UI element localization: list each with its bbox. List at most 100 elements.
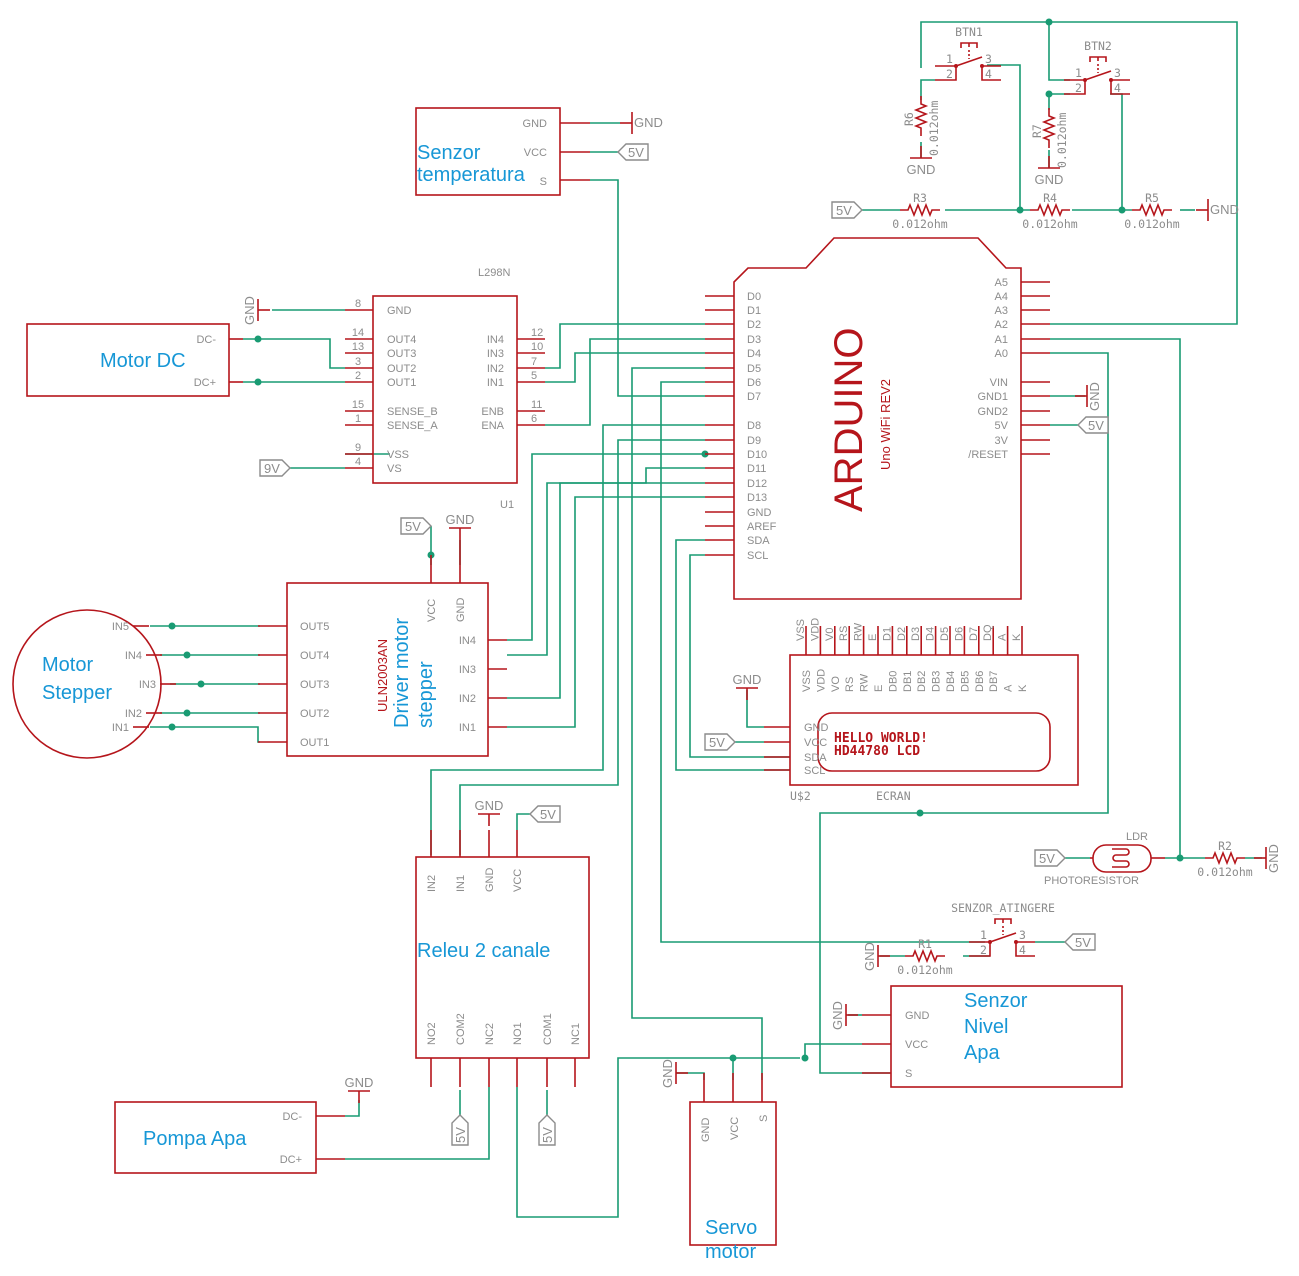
photoresistor-ldr[interactable]: LDR PHOTORESISTOR — [1044, 831, 1165, 887]
pin-label: K — [1011, 633, 1023, 641]
motor-dc[interactable]: DC- DC+ Motor DC — [26, 323, 243, 397]
pin-number: 11 — [531, 399, 542, 411]
arduino-uno-wifi[interactable]: D0D1D2D3D4D5D6D7D8D9D10D11D12D13GNDAREFS… — [705, 237, 1050, 600]
button-name: BTN2 — [1084, 39, 1112, 53]
pin-number: 12 — [531, 327, 543, 339]
component-title: stepper — [415, 661, 437, 728]
gnd-symbol: GND — [242, 296, 270, 325]
pin-label: D11 — [747, 463, 766, 475]
pin-label: DB3 — [931, 671, 943, 692]
pin-label: SENSE_A — [387, 420, 438, 432]
wire-in1-d4 — [545, 352, 705, 383]
svg-text:GND: GND — [242, 296, 257, 325]
pin-label: 3V — [995, 435, 1009, 447]
junction — [197, 680, 205, 688]
water-pump[interactable]: DC- DC+ Pompa Apa — [114, 1101, 345, 1174]
svg-text:5V: 5V — [540, 807, 556, 822]
junction — [168, 622, 176, 630]
svg-text:GND: GND — [634, 115, 663, 130]
pin-number: 1 — [946, 52, 953, 66]
junction — [254, 335, 262, 343]
pin-label: SENSE_B — [387, 406, 438, 418]
pin-label: DB7 — [988, 671, 1000, 692]
wire-scl — [689, 554, 790, 758]
pin-label: OUT1 — [300, 737, 329, 749]
component-title: Stepper — [42, 682, 112, 704]
resistor-r1[interactable]: R10.012ohm — [897, 937, 952, 977]
pin-label: A5 — [995, 277, 1008, 289]
pin-number: 3 — [355, 356, 361, 368]
pin-label: IN4 — [487, 334, 504, 346]
pin-label: VCC — [804, 737, 827, 749]
resistor-value: 0.012ohm — [892, 217, 947, 231]
junctions — [168, 18, 1184, 1062]
resistor-r3[interactable]: R30.012ohm — [892, 191, 947, 231]
resistor-value: 0.012ohm — [927, 101, 941, 156]
power-flag-5v: 5V — [831, 201, 863, 219]
svg-text:GND: GND — [733, 672, 762, 687]
pin-label: D7 — [968, 627, 980, 641]
svg-text:GND: GND — [660, 1059, 675, 1088]
pin-number: 13 — [352, 341, 364, 353]
water-level-sensor[interactable]: GND VCC S Senzor Nivel Apa — [862, 985, 1123, 1088]
pin-label: GND1 — [977, 391, 1008, 403]
pin-label: S — [758, 1115, 770, 1122]
part-name: ECRAN — [876, 789, 911, 803]
junction — [729, 1054, 737, 1062]
pin-label: D3 — [747, 334, 761, 346]
pin-label: IN3 — [139, 679, 156, 691]
component-title: Releu 2 canale — [417, 940, 550, 962]
pin-label: OUT2 — [300, 708, 329, 720]
resistor-r2[interactable]: R20.012ohm — [1197, 839, 1252, 879]
pin-label: GND — [905, 1010, 930, 1022]
wire-servo-gnd — [676, 1072, 705, 1080]
pin-number: 3 — [1114, 66, 1121, 80]
svg-text:GND: GND — [1266, 844, 1281, 873]
pin-label: SDA — [804, 752, 827, 764]
svg-text:GND: GND — [907, 162, 936, 177]
part-label: PHOTORESISTOR — [1044, 875, 1139, 887]
pin-label: GND — [804, 722, 829, 734]
svg-text:5V: 5V — [453, 1127, 468, 1143]
pin-label: IN2 — [487, 363, 504, 375]
pin-number: 5 — [531, 370, 537, 382]
gnd-symbol: GND — [660, 1059, 688, 1088]
resistor-r5[interactable]: R50.012ohm — [1124, 191, 1179, 231]
svg-text:5V: 5V — [1075, 935, 1091, 950]
pin-label: DB5 — [959, 671, 971, 692]
resistor-name: R7 — [1030, 124, 1044, 138]
pin-label: RS — [838, 626, 850, 641]
resistor-r4[interactable]: R40.012ohm — [1022, 191, 1077, 231]
pin-label: ENA — [481, 420, 504, 432]
pin-label: DC+ — [194, 377, 216, 389]
arduino-subtitle: Uno WiFi REV2 — [878, 379, 893, 470]
component-title: Motor — [42, 654, 93, 676]
svg-text:5V: 5V — [405, 519, 421, 534]
temperature-sensor[interactable]: GND VCC S Senzor temperatura — [415, 107, 590, 196]
pin-label: D0 — [747, 291, 761, 303]
svg-text:5V: 5V — [1039, 851, 1055, 866]
pin-label: OUT5 — [300, 621, 329, 633]
svg-text:9V: 9V — [264, 461, 280, 476]
svg-text:GND: GND — [475, 798, 504, 813]
component-title: Apa — [964, 1042, 1000, 1064]
power-flag-5v: 5V — [538, 1114, 556, 1146]
pin-label: OUT3 — [387, 348, 416, 360]
wire-relay-vcc — [516, 813, 530, 830]
lcd-display[interactable]: VSSVSSVDDVDDV0VORSRSRWRWEED1DB0D2DB1D3DB… — [764, 618, 1079, 803]
pin-label: VCC — [905, 1039, 928, 1051]
servo-motor[interactable]: GND VCC S Servo motor — [689, 1073, 777, 1263]
pin-label: VSS — [795, 619, 807, 641]
pin-label: VCC — [512, 869, 524, 892]
l298n-driver[interactable]: L298N U1 8GND14OUT413OUT33OUT22OUT115SEN… — [345, 267, 545, 511]
